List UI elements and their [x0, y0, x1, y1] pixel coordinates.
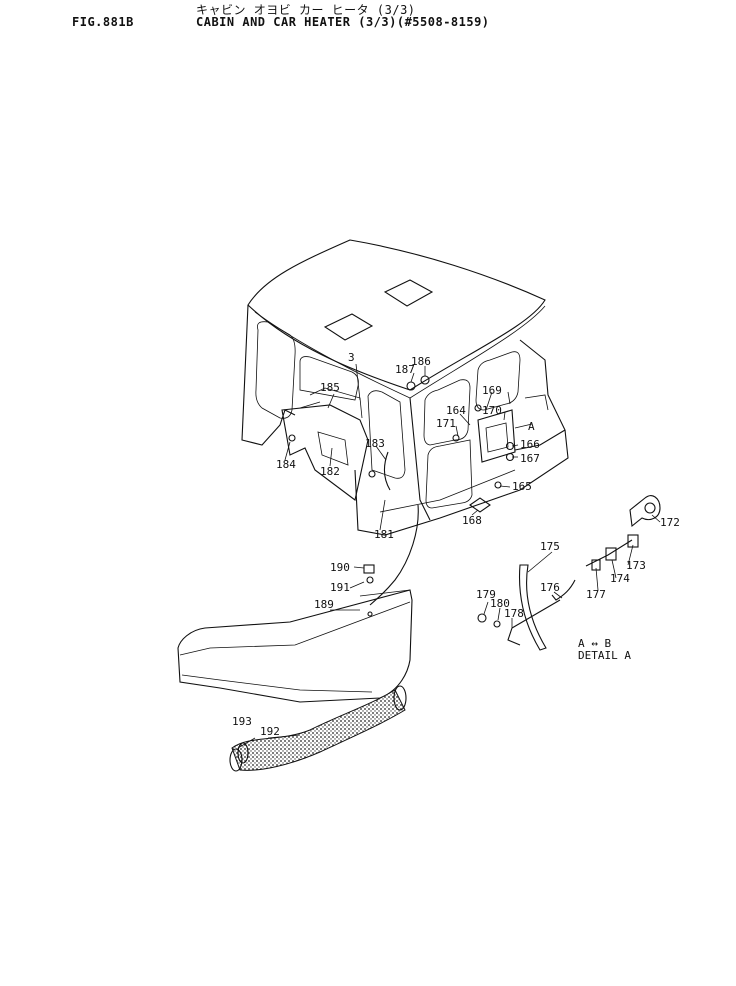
part-label-169: 169 [482, 384, 502, 397]
part-label-175: 175 [540, 540, 560, 553]
part-label-183: 183 [365, 437, 385, 450]
part-label-178: 178 [504, 607, 524, 620]
part-label-167: 167 [520, 452, 540, 465]
part-label-180: 180 [490, 597, 510, 610]
detail-marker-a: A [528, 420, 535, 433]
part-label-171: 171 [436, 417, 456, 430]
flex-hose-192 [229, 685, 407, 772]
detail-view-label: A ↔ B [578, 637, 611, 650]
part-labels: 3 186 187 185 169 164 170 171 A 166 167 … [232, 351, 680, 738]
part-label-3: 3 [348, 351, 355, 364]
part-label-176: 176 [540, 581, 560, 594]
part-label-184: 184 [276, 458, 296, 471]
part-label-164: 164 [446, 404, 466, 417]
part-label-181: 181 [374, 528, 394, 541]
part-label-190: 190 [330, 561, 350, 574]
floor-duct-189 [177, 564, 413, 703]
part-label-182: 182 [320, 465, 340, 478]
roof-hatch-right [383, 279, 434, 307]
part-label-174: 174 [610, 572, 630, 585]
part-label-170: 170 [482, 404, 502, 417]
heater-hose-181 [369, 504, 419, 606]
detail-caption: DETAIL A [578, 649, 631, 662]
part-label-168: 168 [462, 514, 482, 527]
part-label-189: 189 [314, 598, 334, 611]
part-label-173: 173 [626, 559, 646, 572]
part-label-193: 193 [232, 715, 252, 728]
heater-unit [477, 409, 516, 463]
leader-lines [237, 363, 661, 749]
part-label-191: 191 [330, 581, 350, 594]
part-label-179: 179 [476, 588, 496, 601]
cabin-assembly [241, 239, 569, 606]
part-label-172: 172 [660, 516, 680, 529]
figure-number: FIG.881B [72, 15, 134, 29]
part-label-187: 187 [395, 363, 415, 376]
duct-185 [281, 404, 369, 501]
part-label-185: 185 [320, 381, 340, 394]
title-japanese: キャビン オヨビ カー ヒータ (3/3) [196, 3, 416, 17]
part-label-177: 177 [586, 588, 606, 601]
part-label-192: 192 [260, 725, 280, 738]
duct-182 [317, 431, 349, 466]
roof-hatch-left [323, 313, 374, 341]
part-label-186: 186 [411, 355, 431, 368]
part-label-165: 165 [512, 480, 532, 493]
part-label-166: 166 [520, 438, 540, 451]
figure-title: CABIN AND CAR HEATER (3/3)(#5508-8159) [196, 15, 490, 29]
detail-a-assembly [477, 495, 661, 651]
